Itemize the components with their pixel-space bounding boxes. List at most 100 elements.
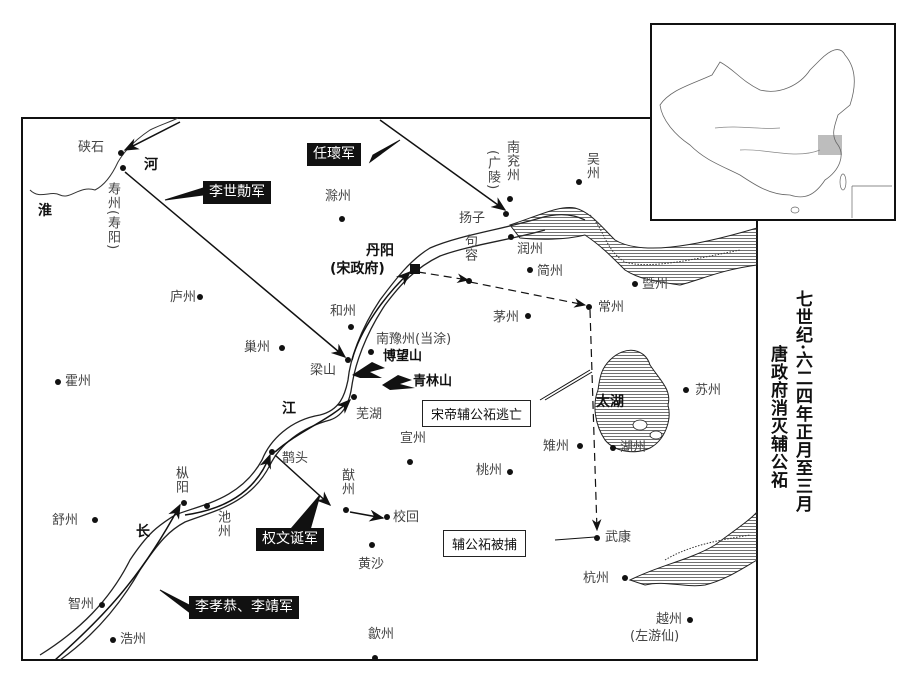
place-label-zongyang: 枞阳 — [173, 466, 188, 494]
place-label-yuezhou: 越州 — [656, 612, 683, 627]
capital-marker — [410, 264, 420, 274]
city-dot-huozhou — [55, 379, 61, 385]
city-dot-suzhou — [683, 387, 689, 393]
taihu-lake — [594, 350, 670, 453]
city-dot-luzhou — [197, 294, 203, 300]
city-dots — [55, 150, 693, 661]
hangzhou-bay — [628, 510, 758, 587]
place-label-zhizhou: 智州 — [68, 597, 95, 612]
city-dot-wukang — [594, 535, 600, 541]
city-dot-hangzhou — [622, 575, 628, 581]
place-label-zhizhou2: 雉州 — [543, 439, 570, 454]
city-dot-zhizhou2 — [577, 443, 583, 449]
place-label-chizhou: 池州 — [215, 510, 230, 538]
army-routes — [54, 119, 507, 661]
city-dot-wuzhou — [576, 179, 582, 185]
army-label: 任瓌军 — [307, 143, 361, 166]
inset-highlight — [818, 135, 842, 155]
city-dot-maozhou — [525, 313, 531, 319]
place-label-shezhou: 歙州 — [368, 627, 395, 642]
mountain-label: 博望山 — [383, 349, 423, 364]
yangtze-estuary — [509, 206, 758, 286]
city-dot-yuezhou — [687, 617, 693, 623]
city-dot-wuhu — [351, 394, 357, 400]
city-dot-nanyanzhou — [507, 196, 513, 202]
place-label-xiaohui: 校回 — [393, 510, 420, 525]
inset-map — [650, 23, 896, 221]
place-label-maozhou: 茅州 — [493, 310, 520, 325]
city-dot-huzhou — [610, 445, 616, 451]
place-label-shouzhou: 寿州(寿阳) — [105, 182, 120, 251]
place-label-liangshan: 梁山 — [310, 363, 337, 378]
city-dot-taozhou — [507, 469, 513, 475]
river-label-chang: 长 — [136, 524, 150, 540]
city-dot-huangsha — [369, 542, 375, 548]
city-dot-youzhou — [343, 507, 349, 513]
map-title-date: 七世纪·六二四年正月至三月 — [792, 290, 812, 513]
city-dot-chuzhou — [339, 216, 345, 222]
city-dot-haozhou — [110, 637, 116, 643]
city-dot-nanyuzhou — [368, 349, 374, 355]
place-label-jianzhou: 简州 — [537, 264, 564, 279]
city-dot-xuanzhou — [407, 459, 413, 465]
city-dot-shouzhou — [120, 165, 126, 171]
place-label-hangzhou: 杭州 — [583, 571, 610, 586]
place-label-suzhou: 苏州 — [695, 383, 722, 398]
city-dot-xiashi — [118, 150, 124, 156]
city-dot-chizhou — [204, 503, 210, 509]
place-label-chuzhou: 滁州 — [325, 189, 352, 204]
capital-name: 丹阳 — [366, 243, 394, 259]
place-label-wuhu: 芜湖 — [356, 407, 383, 422]
city-dot-jizhou — [632, 281, 638, 287]
place-label-chaozhou: 巢州 — [244, 340, 271, 355]
army-label: 权文诞军 — [256, 528, 324, 551]
place-label-runzhou: 润州 — [517, 242, 544, 257]
place-label-haozhou: 浩州 — [120, 632, 147, 647]
lake-label: 太湖 — [596, 394, 624, 410]
place-label-zuoyouxian: (左游仙) — [630, 629, 680, 644]
city-dot-runzhou — [508, 234, 514, 240]
place-label-luzhou: 庐州 — [170, 290, 197, 305]
place-label-hezhou: 和州 — [330, 304, 357, 319]
city-dot-zhizhou — [99, 602, 105, 608]
city-dot-yangzi — [503, 211, 509, 217]
city-dot-shezhou — [372, 655, 378, 661]
place-label-nanyanzhou: 南兖州 — [504, 140, 519, 182]
mountain-icons — [352, 362, 415, 390]
place-label-jurong: 句容 — [462, 234, 477, 262]
city-dot-jianzhou — [527, 267, 533, 273]
escape-route — [417, 271, 602, 532]
place-label-xuanzhou: 宣州 — [400, 431, 427, 446]
city-dot-zongyang — [181, 500, 187, 506]
city-dot-chaozhou — [279, 345, 285, 351]
place-label-wuzhou: 吴州 — [584, 152, 599, 180]
place-label-quetou: 鹊头 — [282, 451, 309, 466]
callout-captured: 辅公祏被捕 — [443, 530, 527, 557]
place-label-shuzhou: 舒州 — [52, 513, 79, 528]
mountain-label: 青林山 — [413, 374, 453, 389]
place-label-nanyuzhou: 南豫州(当涂) — [376, 332, 452, 347]
place-label-xiashi: 硖石 — [78, 140, 105, 155]
place-label-yangzi: 扬子 — [459, 211, 486, 226]
place-label-huzhou: 湖州 — [620, 440, 647, 455]
city-dot-jurong — [466, 278, 472, 284]
map-title: 唐政府消灭辅公祏 — [767, 345, 787, 489]
city-dot-liangshan — [345, 357, 351, 363]
river-label-huai: 淮 — [38, 203, 52, 219]
callout-escape: 宋帝辅公祏逃亡 — [422, 400, 532, 427]
main-map-frame — [21, 117, 758, 661]
city-dot-hezhou — [348, 324, 354, 330]
place-label-huozhou: 霍州 — [65, 374, 92, 389]
city-dot-xiaohui — [384, 514, 390, 520]
river-label-he: 河 — [144, 157, 158, 173]
place-label-changzhou: 常州 — [598, 300, 625, 315]
place-label-taozhou: 桃州 — [476, 463, 503, 478]
huai-river — [29, 117, 179, 197]
army-label: 李孝恭、李靖军 — [189, 596, 299, 619]
place-label-youzhou: 猷州 — [339, 468, 354, 496]
place-label-guangling: (广陵) — [485, 150, 500, 191]
place-label-huangsha: 黄沙 — [358, 557, 385, 572]
place-label-wukang: 武康 — [605, 530, 632, 545]
army-label: 李世勣军 — [203, 181, 271, 204]
